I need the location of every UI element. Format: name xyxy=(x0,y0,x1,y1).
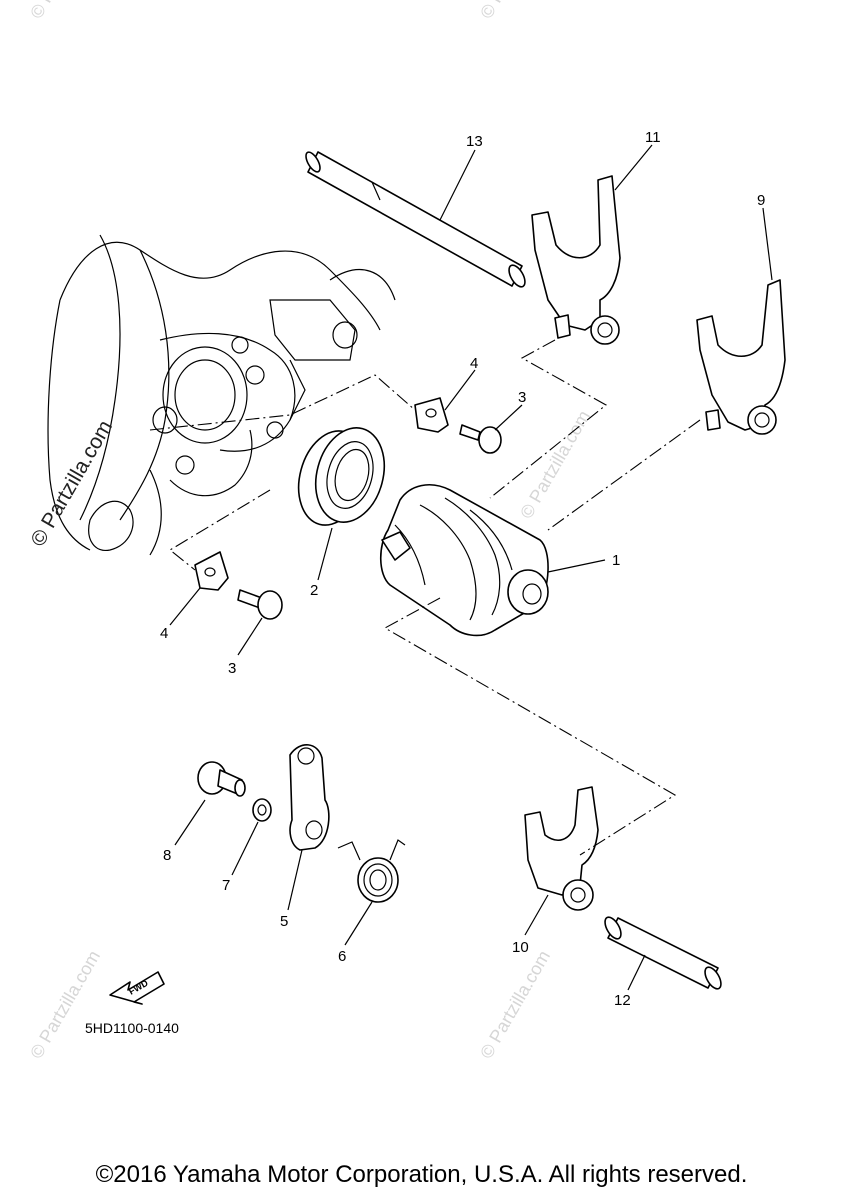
part-10-shift-fork xyxy=(524,786,599,911)
watermark-text: © Partzilla.com xyxy=(26,0,104,22)
callout-4-upper: 4 xyxy=(470,355,478,372)
assembly-lines xyxy=(149,339,701,856)
part-13-shift-fork-shaft xyxy=(305,151,526,288)
part-5-stopper-lever xyxy=(289,744,330,851)
watermark-text: © Partzilla.com xyxy=(476,0,554,22)
part-3-bolt-lower xyxy=(237,589,283,620)
callout-7: 7 xyxy=(222,877,230,894)
part-8-bolt xyxy=(197,761,246,797)
copyright-footer: ©2016 Yamaha Motor Corporation, U.S.A. A… xyxy=(95,1161,748,1188)
callout-5: 5 xyxy=(280,913,288,930)
part-6-torsion-spring xyxy=(337,839,406,903)
callout-12: 12 xyxy=(614,992,631,1009)
callout-3-upper: 3 xyxy=(518,389,526,406)
part-1-shift-drum xyxy=(379,484,549,637)
callout-10: 10 xyxy=(512,939,529,956)
callout-13: 13 xyxy=(466,133,483,150)
diagram-code: 5HD1100-0140 xyxy=(85,1020,179,1036)
part-3-bolt-upper xyxy=(459,424,502,454)
callout-labels: 1 2 3 3 4 4 5 6 7 8 9 10 11 12 13 xyxy=(160,129,765,1009)
watermark-text: © Partzilla.com xyxy=(476,947,554,1062)
callout-1: 1 xyxy=(612,552,620,569)
fwd-arrow-icon: FWD xyxy=(109,971,165,1005)
callout-9: 9 xyxy=(757,192,765,209)
part-4-stopper-plate-lower xyxy=(194,551,229,591)
callout-6: 6 xyxy=(338,948,346,965)
callout-11: 11 xyxy=(645,129,661,146)
callout-4-lower: 4 xyxy=(160,625,168,642)
side-watermark: © Partzilla.com xyxy=(26,416,117,550)
part-7-washer xyxy=(252,798,272,822)
watermark-text: © Partzilla.com xyxy=(26,947,104,1062)
callout-8: 8 xyxy=(163,847,171,864)
part-4-stopper-plate-upper xyxy=(414,397,449,433)
crankcase-outline xyxy=(47,234,396,556)
part-2-bearing xyxy=(297,427,386,526)
leader-lines xyxy=(169,144,773,991)
callout-3-lower: 3 xyxy=(228,660,236,677)
part-9-shift-fork xyxy=(696,279,786,435)
part-12-shaft xyxy=(604,916,722,990)
part-11-shift-fork xyxy=(531,175,621,345)
callout-2: 2 xyxy=(310,582,318,599)
